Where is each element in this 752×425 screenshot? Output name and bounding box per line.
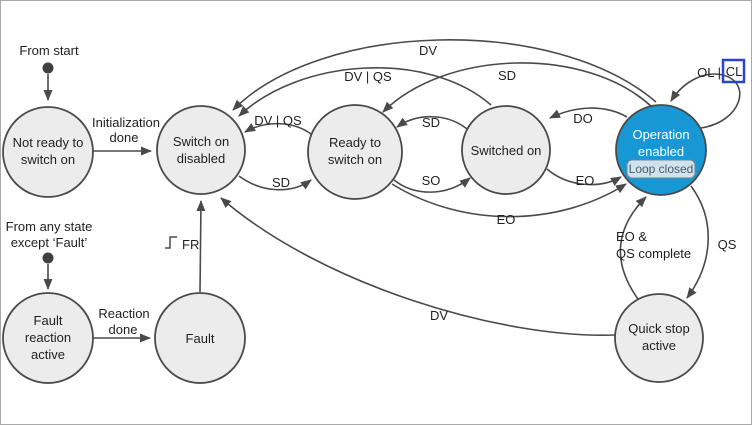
label-fault-reaction-line1: Fault <box>34 313 63 328</box>
edge-eo-ready-to-op <box>391 183 627 218</box>
edge-label-sd-mid: SD <box>422 115 440 130</box>
edge-dv-op-to-disabled <box>232 39 657 111</box>
edge-label-initialization-done: done <box>110 130 139 145</box>
edge-so-ready-to-switched-on <box>393 177 471 193</box>
edge-label-do: DO <box>573 111 593 126</box>
edge-sd-op-to-ready <box>382 62 653 113</box>
state-fault <box>154 292 246 384</box>
label-fault-reaction-line3: active <box>31 347 65 362</box>
edge-label-dvqs-inner: DV | QS <box>254 113 302 128</box>
edge-dvqs-switched-on-to-disabled <box>238 67 492 117</box>
annotation-from-start: From start <box>19 43 79 58</box>
edge-label-qs: QS <box>718 237 737 252</box>
edge-qs-op-to-quick-stop <box>686 185 709 299</box>
loop-closed-badge <box>626 159 696 179</box>
state-quick-stop-active <box>614 293 704 383</box>
edge-label-eo-lower: EO <box>497 212 516 227</box>
label-ready-line2: switch on <box>328 152 382 167</box>
rising-edge-icon <box>165 236 177 249</box>
label-switched-on: Switched on <box>471 143 542 158</box>
edge-label-fr: FR <box>182 237 199 252</box>
label-operation-line1: Operation <box>632 127 689 142</box>
label-ready-line1: Ready to <box>329 135 381 150</box>
edge-label-olcl-prefix: OL | <box>697 65 721 80</box>
annotation-from-any-state-line1: From any state <box>6 219 93 234</box>
label-operation-line2: enabled <box>638 144 684 159</box>
edge-label-eo-upper: EO <box>576 173 595 188</box>
edge-label-sd-top: SD <box>498 68 516 83</box>
state-not-ready-to-switch-on <box>2 106 94 198</box>
edge-do-op-to-switched-on <box>549 107 628 119</box>
label-quick-stop-line1: Quick stop <box>628 321 689 336</box>
edge-label-reaction: Reaction <box>98 306 149 321</box>
edge-dv-quick-stop-to-disabled <box>220 197 616 336</box>
edge-label-cl-highlighted: CL <box>726 64 743 79</box>
state-ready-to-switch-on <box>307 104 403 200</box>
edge-label-so: SO <box>422 173 441 188</box>
start-dot-fault <box>42 252 54 264</box>
edge-eo-switched-on-to-op <box>546 168 622 186</box>
edge-sd-switched-on-to-ready <box>396 116 468 130</box>
edge-eoqs-quick-stop-to-op <box>619 196 647 300</box>
edge-label-dv-bottom: DV <box>430 308 448 323</box>
edge-label-eoqs-line1: EO & <box>616 229 647 244</box>
label-not-ready-line2: switch on <box>21 152 75 167</box>
edge-dvqs-ready-to-disabled <box>244 122 312 135</box>
edge-label-dvqs-top: DV | QS <box>344 69 392 84</box>
edge-fr-fault-to-disabled <box>196 200 206 293</box>
edge-label-reaction-done: done <box>109 322 138 337</box>
cl-highlight-box <box>721 58 746 84</box>
loop-closed-badge-label: Loop closed <box>629 162 694 176</box>
edge-label-dv-top: DV <box>419 43 437 58</box>
start-dot-initial <box>42 62 54 74</box>
label-disabled-line1: Switch on <box>173 134 229 149</box>
edge-sd-disabled-to-ready <box>238 175 312 191</box>
edge-label-initialization: Initialization <box>92 115 160 130</box>
edge-label-sd-lower: SD <box>272 175 290 190</box>
label-quick-stop-line2: active <box>642 338 676 353</box>
state-switch-on-disabled <box>156 105 246 195</box>
state-switched-on <box>461 105 551 195</box>
label-not-ready-line1: Not ready to <box>13 135 84 150</box>
label-fault-reaction-line2: reaction <box>25 330 71 345</box>
label-disabled-line2: disabled <box>177 151 225 166</box>
label-fault: Fault <box>186 331 215 346</box>
annotation-from-any-state-line2: except ‘Fault’ <box>11 235 88 250</box>
edge-label-eoqs-line2: QS complete <box>616 246 691 261</box>
